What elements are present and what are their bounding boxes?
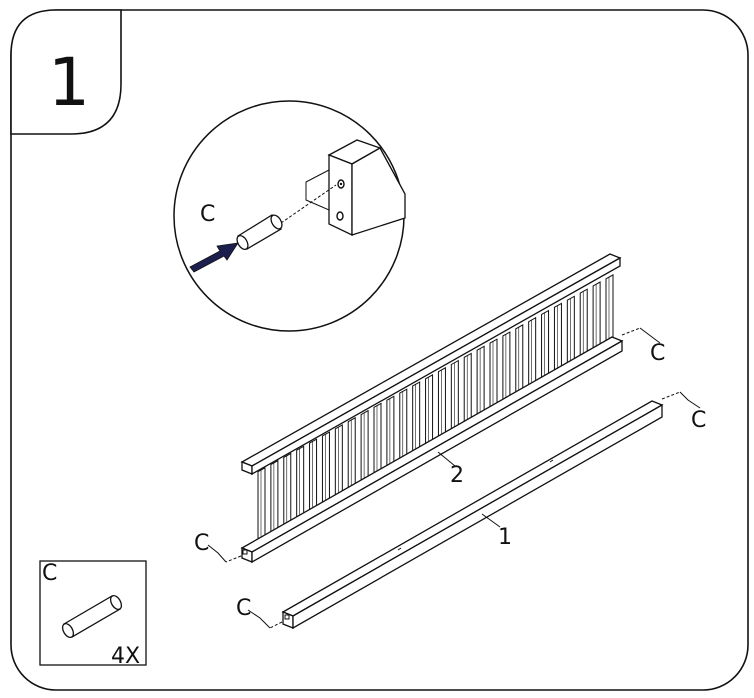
dowel-pin-icon bbox=[61, 594, 123, 639]
callout-rail-bottom-right: C bbox=[691, 408, 706, 433]
dowel-pin-icon bbox=[236, 214, 283, 250]
parts-box: C 4X bbox=[39, 560, 147, 669]
spindle-rail-part-2 bbox=[240, 253, 624, 564]
spindles bbox=[257, 274, 614, 549]
parts-quantity: 4X bbox=[111, 644, 140, 669]
step-number: 1 bbox=[48, 44, 90, 121]
part-2-leader bbox=[437, 451, 456, 467]
step-tab bbox=[10, 9, 122, 135]
detail-circle: C bbox=[173, 100, 406, 332]
page-frame bbox=[10, 9, 749, 691]
callout-rail-bottom-left: C bbox=[236, 596, 251, 621]
insertion-guide-line bbox=[280, 184, 337, 224]
dowel-leaders bbox=[207, 327, 701, 629]
parts-box-label: C bbox=[42, 561, 57, 586]
part-2-number: 2 bbox=[450, 463, 464, 488]
part-1-leader bbox=[481, 513, 501, 528]
callout-rail-top-left: C bbox=[194, 531, 209, 556]
rail-end-block bbox=[305, 139, 406, 237]
base-rail-part-1 bbox=[281, 400, 664, 630]
detail-part-label: C bbox=[200, 202, 215, 227]
part-1-number: 1 bbox=[498, 525, 512, 550]
insert-arrow-icon bbox=[189, 242, 239, 273]
callout-rail-top-right: C bbox=[650, 341, 665, 366]
